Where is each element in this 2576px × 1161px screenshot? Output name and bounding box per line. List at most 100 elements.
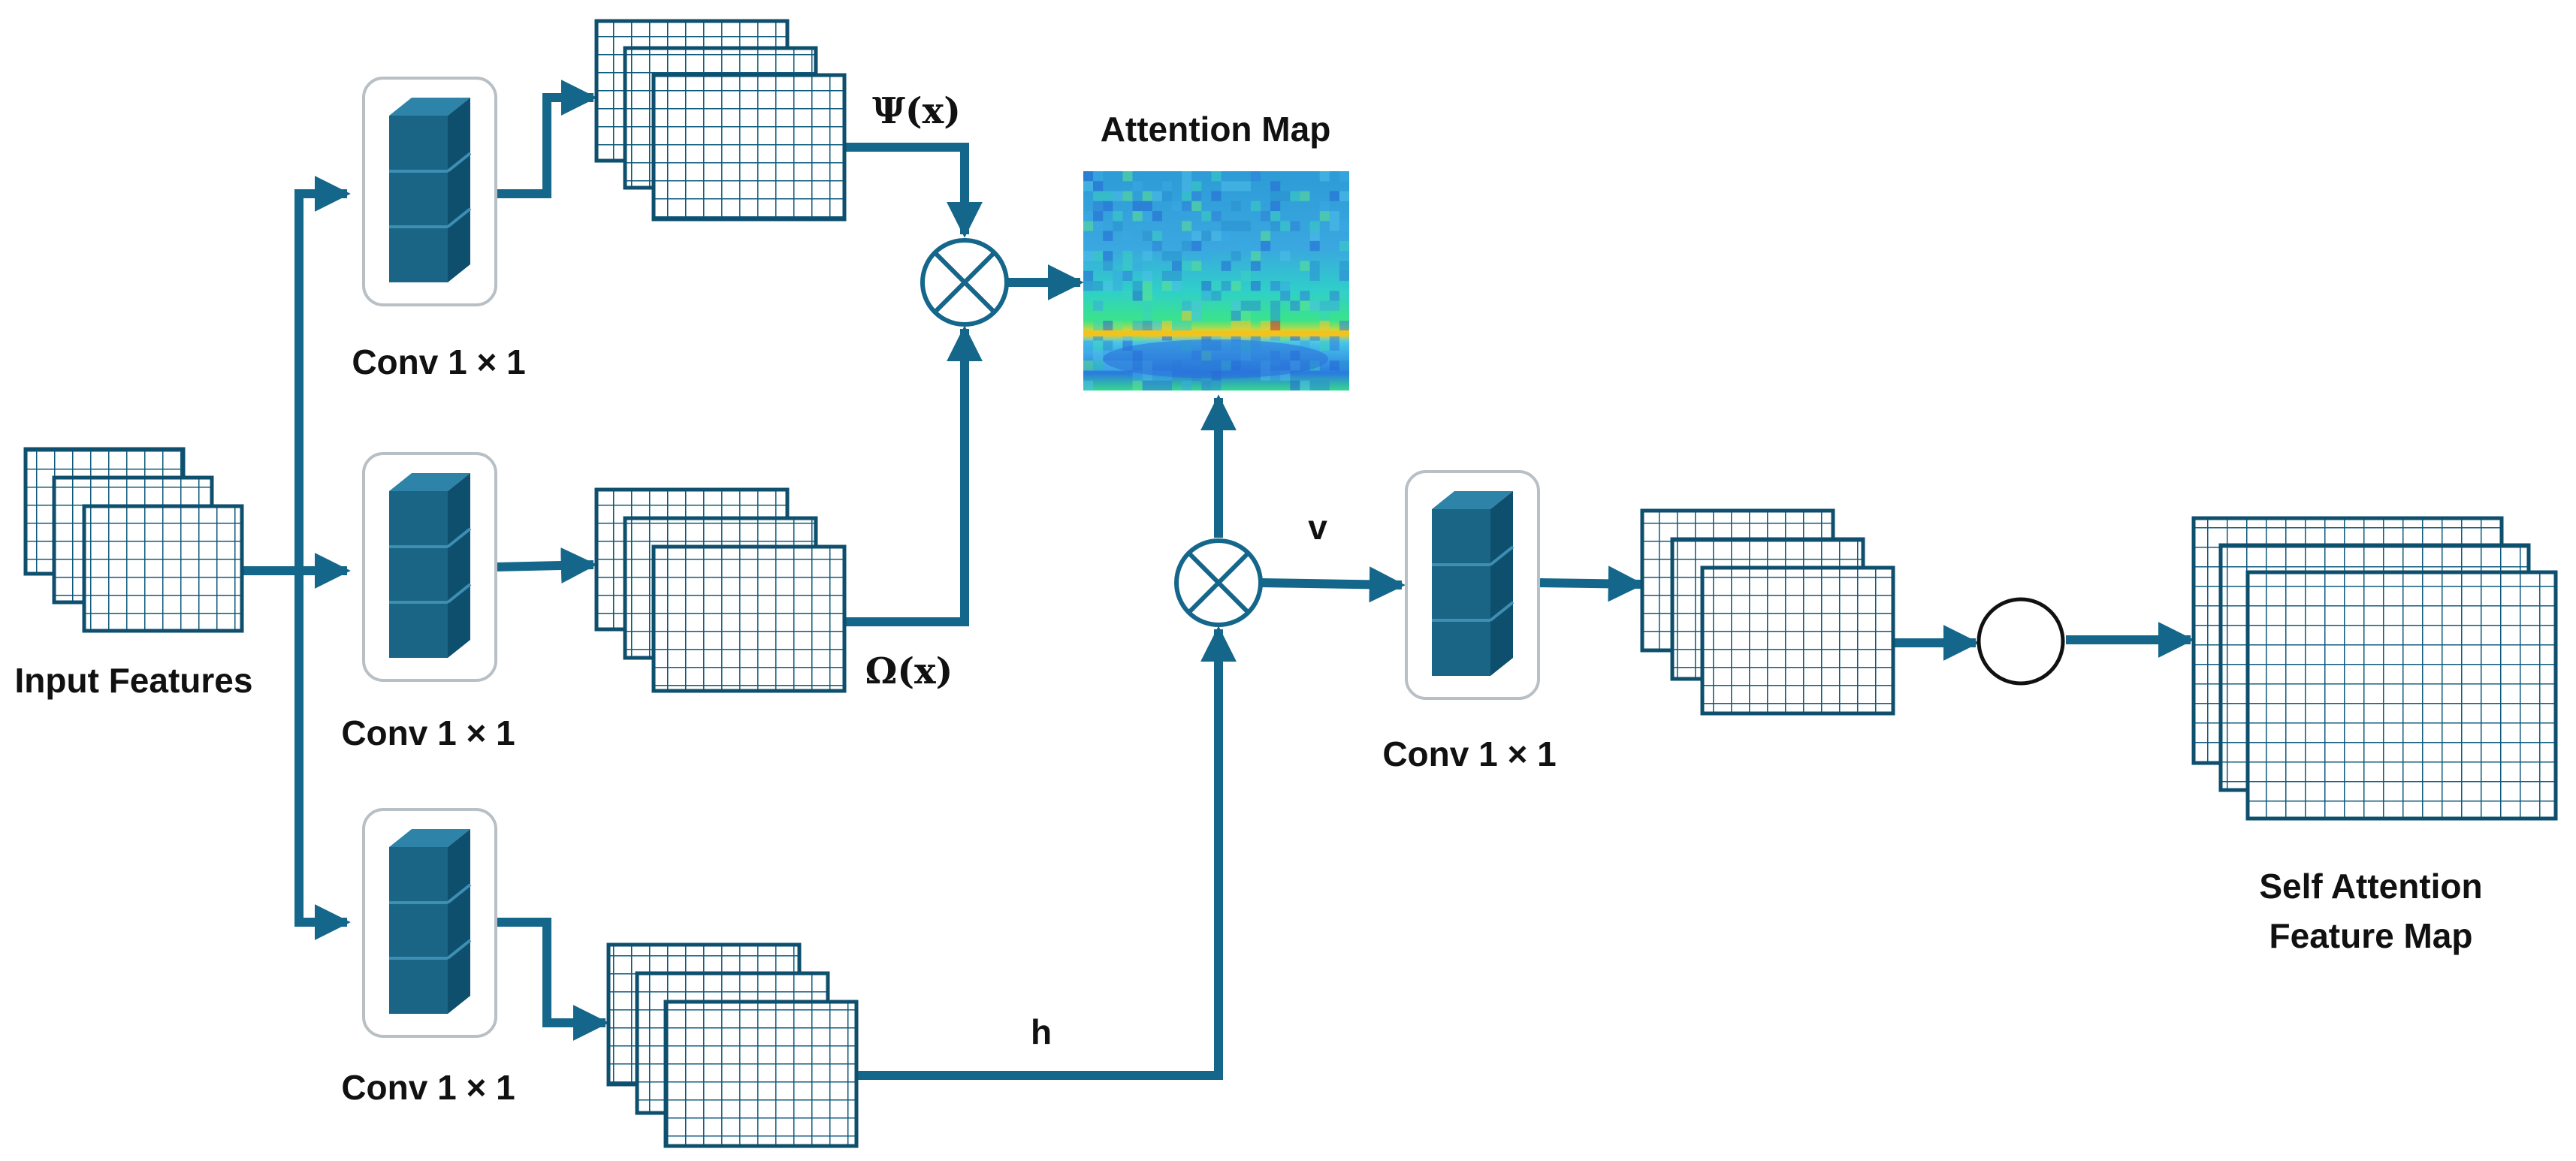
attention-map-cell — [1300, 300, 1310, 311]
attention-map-cell — [1191, 240, 1202, 252]
attention-map-cell — [1211, 211, 1222, 222]
attention-map-cell — [1182, 240, 1192, 252]
attention-map-cell — [1339, 191, 1349, 201]
attention-map-cell — [1161, 321, 1172, 331]
attention-map-cell — [1339, 291, 1349, 301]
attention-map-cell — [1103, 261, 1113, 271]
attention-map-heatmap — [1083, 171, 1349, 391]
attention-map-cell — [1240, 310, 1251, 321]
attention-map-cell — [1339, 171, 1349, 182]
attention-map-cell — [1103, 340, 1113, 351]
label-output-line2: Feature Map — [2269, 916, 2473, 955]
attention-map-cell — [1182, 310, 1192, 321]
attention-map-cell — [1250, 300, 1261, 311]
attention-map-cell — [1161, 251, 1172, 261]
attention-map-cell — [1319, 380, 1330, 391]
attention-map-cell — [1339, 321, 1349, 331]
attention-map-cell — [1113, 211, 1123, 222]
attention-map-cell — [1182, 221, 1192, 231]
arrow-bottom-conv-to-h — [496, 918, 609, 1041]
attention-map-cell — [1132, 281, 1143, 291]
attention-map-cell — [1113, 321, 1123, 331]
attention-map-cell — [1083, 281, 1094, 291]
attention-map-cell — [1201, 211, 1212, 222]
attention-map-cell — [1103, 191, 1113, 201]
attention-map-cell — [1103, 281, 1113, 291]
attention-map-cell — [1172, 201, 1182, 212]
attention-map-cell — [1250, 251, 1261, 261]
attention-map-cell — [1290, 300, 1300, 311]
attention-map-cell — [1231, 321, 1241, 331]
attention-map-cell — [1201, 231, 1212, 241]
attention-map-cell — [1142, 231, 1152, 241]
attention-map-cell — [1172, 251, 1182, 261]
attention-map-cell — [1309, 270, 1320, 281]
attention-map-cell — [1191, 310, 1202, 321]
attention-map-cell — [1280, 281, 1291, 291]
attention-map-cell — [1191, 181, 1202, 191]
attention-map-cell — [1270, 221, 1281, 231]
feature-stack-h — [606, 942, 859, 1148]
attention-map-cell — [1231, 300, 1241, 311]
attention-map-cell — [1201, 291, 1212, 301]
attention-map-cell — [1300, 261, 1310, 271]
attention-map-cell — [1231, 310, 1241, 321]
attention-map-cell — [1142, 251, 1152, 261]
attention-map-cell — [1201, 281, 1212, 291]
attention-map-cell — [1142, 291, 1152, 301]
attention-map-cell — [1152, 231, 1162, 241]
attention-map-cell — [1211, 281, 1222, 291]
attention-map-cell — [1093, 181, 1104, 191]
attention-map-cell — [1231, 201, 1241, 212]
attention-map-cell — [1211, 380, 1222, 391]
attention-map-cell — [1270, 181, 1281, 191]
attention-map-cell — [1280, 221, 1291, 231]
attention-map-cell — [1280, 251, 1291, 261]
attention-map-cell — [1221, 261, 1231, 271]
label-input-features: Input Features — [15, 661, 253, 700]
attention-map-cell — [1319, 211, 1330, 222]
attention-map-cell — [1191, 261, 1202, 271]
attention-map-cell — [1221, 281, 1231, 291]
attention-map-cell — [1339, 270, 1349, 281]
attention-map-cell — [1231, 221, 1241, 231]
attention-map-cell — [1172, 261, 1182, 271]
attention-map-cell — [1122, 191, 1133, 201]
attention-map-cell — [1270, 201, 1281, 212]
attention-map-cell — [1201, 380, 1212, 391]
attention-map-cell — [1319, 310, 1330, 321]
attention-map-cell — [1103, 231, 1113, 241]
attention-map-cell — [1093, 221, 1104, 231]
attention-map-cell — [1132, 201, 1143, 212]
attention-map-cell — [1113, 270, 1123, 281]
attention-map-cell — [1142, 191, 1152, 201]
attention-map-cell — [1339, 261, 1349, 271]
attention-map-cell — [1191, 191, 1202, 201]
attention-map-cell — [1161, 270, 1172, 281]
attention-map-cell — [1240, 240, 1251, 252]
attention-map-cell — [1172, 281, 1182, 291]
attention-map-cell — [1152, 191, 1162, 201]
multiply-operator-bottom — [1174, 538, 1263, 627]
attention-map-cell — [1290, 380, 1300, 391]
attention-map-cell — [1240, 321, 1251, 331]
attention-map-cell — [1132, 261, 1143, 271]
attention-map-cell — [1231, 281, 1241, 291]
attention-map-cell — [1122, 171, 1133, 182]
attention-map-cell — [1083, 360, 1094, 371]
attention-map-cell — [1300, 291, 1310, 301]
attention-map-cell — [1240, 181, 1251, 191]
attention-map-cell — [1309, 221, 1320, 231]
attention-map-cell — [1113, 281, 1123, 291]
attention-map-cell — [1270, 321, 1281, 331]
attention-map-cell — [1093, 300, 1104, 311]
attention-map-cell — [1319, 321, 1330, 331]
conv-block-bottom — [362, 808, 497, 1038]
label-output-line1: Self Attention — [2259, 867, 2482, 906]
label-h: h — [1031, 1012, 1052, 1051]
attention-map-cell — [1182, 380, 1192, 391]
attention-map-cell — [1093, 360, 1104, 371]
attention-map-cell — [1329, 300, 1339, 311]
attention-map-cell — [1113, 221, 1123, 231]
attention-map-cell — [1083, 221, 1094, 231]
